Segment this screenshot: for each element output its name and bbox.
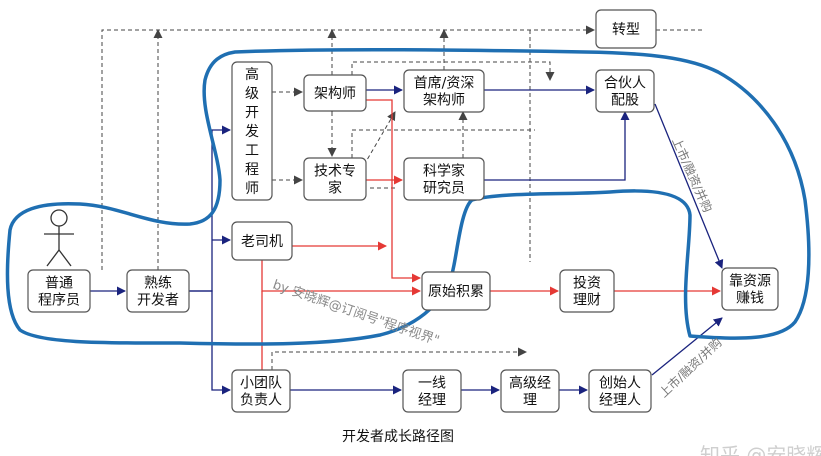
node-gaojijingli-label: 高级经 (509, 375, 551, 392)
dashed-jiagou-top-to-hehuo (351, 61, 555, 81)
dashed-jishu-to-right (351, 129, 535, 158)
node-xiaotuandui-box (231, 369, 291, 413)
corner-watermark: 知乎 @安晓辉 (700, 443, 821, 456)
node-jishu-box (303, 157, 367, 201)
dashed-jishu-to-shouxi (363, 111, 396, 166)
node-laosiji: 老司机 (231, 221, 293, 261)
node-putong-box (27, 269, 91, 313)
node-chuangshi-label: 经理人 (599, 393, 641, 409)
node-gaoji-label: 高 (245, 66, 259, 83)
node-gaoji-box (231, 61, 273, 201)
node-yixian-label: 一线 (418, 376, 446, 392)
arrow-hehuo-to-kao (654, 103, 724, 269)
person-icon (44, 209, 74, 267)
red-jiagou-to-yuanshi (365, 99, 421, 283)
node-chuangshi-box (588, 369, 652, 413)
node-shulian-box (126, 269, 190, 313)
hand-drawn-outline (5, 47, 811, 346)
node-shulian-label: 开发者 (137, 293, 179, 309)
node-hehuo-box (595, 69, 655, 113)
node-yixian-label: 经理 (418, 393, 446, 409)
node-gaoji-label: 开 (245, 105, 259, 121)
node-xiaotuandui-label: 小团队 (240, 376, 282, 392)
node-kao-label: 靠资源 (729, 274, 771, 290)
node-yuanshi-box (421, 271, 491, 311)
dashed-xiaotuandui-to-right (271, 347, 527, 370)
node-kexue-box (403, 157, 485, 201)
edge-label-upper: 上市/融资/并购 (669, 135, 715, 214)
node-kexue-label: 科学家 (423, 163, 465, 180)
node-jiagou-box (303, 74, 367, 112)
node-touzi-label: 投资 (573, 276, 601, 292)
arrow-shulian-to-gaoji (188, 125, 231, 292)
node-hehuo-label: 合伙人 (604, 76, 646, 92)
node-gaoji-label: 工 (245, 143, 259, 159)
node-gaoji-label: 程 (245, 162, 259, 178)
dashed-connectors (101, 25, 705, 370)
node-kao-label: 赚钱 (736, 291, 764, 307)
node-zhuanxing-box (595, 9, 657, 49)
node-kao-box (721, 267, 779, 311)
arrow-shulian-to-xiaotuandui (188, 290, 231, 395)
node-zhuanxing-label: 转型 (612, 22, 640, 38)
node-yuanshi: 原始积累 (421, 271, 491, 311)
arrow-chuangshi-to-kao (651, 317, 723, 376)
node-gaoji-label: 师 (245, 181, 259, 197)
node-putong-label: 程序员 (38, 293, 80, 309)
node-zhuanxing: 转型 (595, 9, 657, 49)
node-jishu-label: 家 (328, 180, 342, 197)
node-shouxi-box (403, 69, 485, 113)
dashed-putong-to-zhuanxing (101, 25, 595, 270)
node-xiaotuandui-label: 负责人 (240, 393, 282, 409)
nodes-layer: 普通程序员熟练开发者高级开发工程师架构师首席/资深架构师合伙人配股转型技术专家科… (27, 9, 779, 413)
node-hehuo-label: 配股 (611, 93, 639, 109)
node-shouxi-label: 首席/资深 (414, 76, 475, 92)
node-yixian-box (402, 369, 462, 413)
node-yuanshi-label: 原始积累 (428, 284, 484, 300)
node-laosiji-box (231, 221, 293, 261)
node-kexue-label: 研究员 (423, 181, 465, 197)
node-touzi-label: 理财 (573, 293, 601, 309)
node-jiagou: 架构师 (303, 74, 367, 112)
node-jiagou-label: 架构师 (314, 86, 356, 102)
solid-connectors (90, 85, 724, 395)
node-shulian-label: 熟练 (144, 276, 172, 292)
node-gaojijingli-box (500, 369, 560, 413)
node-gaoji-label: 发 (245, 124, 259, 140)
node-shouxi-label: 架构师 (423, 93, 465, 109)
arrow-kexue-to-hehuo (484, 111, 630, 181)
node-jishu-label: 技术专 (314, 164, 356, 180)
node-gaojijingli-label: 理 (523, 393, 537, 409)
node-putong-label: 普通 (45, 276, 73, 292)
node-laosiji-label: 老司机 (241, 234, 283, 250)
red-connectors (261, 99, 721, 372)
diagram-caption: 开发者成长路径图 (342, 429, 454, 445)
node-gaoji-label: 级 (245, 86, 259, 102)
node-touzi-box (559, 269, 615, 313)
node-chuangshi-label: 创始人 (599, 376, 641, 392)
